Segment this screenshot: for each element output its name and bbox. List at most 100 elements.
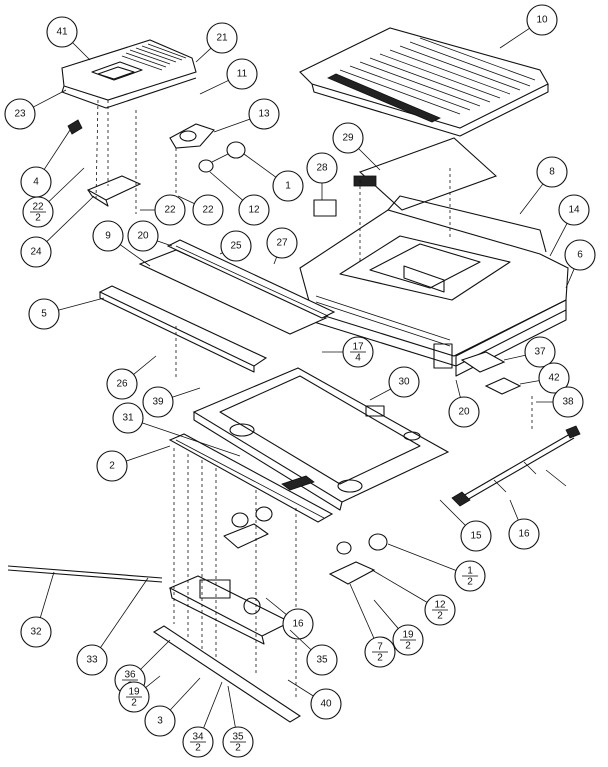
callout-c8: 8 — [519, 156, 568, 215]
callout-leader — [199, 80, 229, 95]
callout-denominator: 2 — [235, 743, 241, 754]
part-9-front-rail — [138, 249, 328, 335]
callout-c32: 32 — [20, 571, 55, 648]
callout-number: 20 — [458, 407, 470, 418]
callout-denominator: 2 — [131, 698, 137, 709]
callout-c19b: 192 — [118, 675, 161, 713]
callout-denominator: 2 — [437, 611, 443, 622]
callout-leader — [177, 195, 195, 205]
callout-leader — [243, 153, 277, 178]
callout-c42: 42 — [519, 362, 570, 394]
part-32-rod — [7, 565, 163, 583]
callout-c2: 2 — [96, 445, 171, 482]
part-29-panel — [353, 137, 498, 211]
callout-number: 33 — [86, 655, 98, 666]
callout-circle — [226, 58, 258, 90]
callout-number: 11 — [237, 69, 248, 80]
callout-c25: 25 — [219, 230, 252, 262]
callout-leader — [100, 577, 149, 648]
callout-leader — [273, 256, 278, 265]
part-3-base-rail — [152, 625, 302, 723]
callout-c3: 3 — [144, 677, 201, 737]
callout-number: 20 — [137, 231, 149, 242]
callout-circle — [142, 386, 174, 418]
callout-circle — [248, 98, 280, 130]
callout-denominator: 2 — [377, 653, 383, 664]
callout-numerator: 19 — [128, 687, 140, 698]
callout-leader — [133, 355, 157, 375]
callout-number: 26 — [116, 379, 128, 390]
part-4-fastener — [67, 119, 83, 135]
callout-number: 6 — [577, 250, 583, 261]
callout-numerator: 22 — [32, 202, 44, 213]
callout-c37: 37 — [503, 336, 556, 368]
callout-number: 24 — [30, 247, 42, 258]
callout-leader — [369, 388, 391, 401]
callout-circle — [524, 336, 556, 368]
callout-circle — [388, 366, 420, 398]
callout-c22c: 22 — [177, 194, 224, 226]
callout-leader — [549, 223, 568, 257]
callout-number: 38 — [562, 397, 574, 408]
callout-c34: 342 — [182, 681, 223, 758]
part-15-sockets — [328, 533, 388, 585]
callout-c20a: 20 — [127, 220, 173, 252]
callout-c19a: 192 — [373, 599, 424, 656]
callout-number: 42 — [548, 373, 560, 384]
callout-c1a: 1 — [243, 153, 304, 202]
callout-number: 16 — [292, 619, 304, 630]
part-2-rail — [168, 433, 334, 523]
callout-circle — [20, 616, 52, 648]
callout-c4: 4 — [20, 129, 71, 198]
callout-circle — [448, 396, 480, 428]
callout-denominator: 2 — [467, 577, 473, 588]
part-28-label — [313, 199, 337, 217]
callout-number: 16 — [518, 529, 530, 540]
callout-leader — [373, 599, 399, 629]
callout-circle — [306, 152, 338, 184]
callout-number: 37 — [534, 347, 546, 358]
callout-leader — [455, 379, 461, 398]
callout-circle — [127, 220, 159, 252]
callout-leader — [371, 569, 428, 603]
callout-numerator: 34 — [192, 732, 204, 743]
part-35-control-assembly — [168, 506, 292, 645]
callout-leader — [209, 171, 243, 201]
callout-numerator: 12 — [434, 600, 446, 611]
callout-leader — [119, 244, 151, 267]
callout-number: 2 — [109, 461, 115, 472]
part-16-harness — [451, 425, 581, 507]
callout-circle — [154, 194, 186, 226]
callout-number: 12 — [248, 205, 260, 216]
callout-circle — [112, 402, 144, 434]
callout-number: 23 — [14, 109, 26, 120]
callout-leader — [499, 27, 530, 49]
callout-leader — [265, 597, 287, 615]
callout-number: 10 — [536, 15, 548, 26]
callout-c27: 27 — [266, 227, 298, 265]
callout-number: 30 — [398, 377, 410, 388]
callout-leader — [287, 679, 314, 697]
callout-number: 9 — [105, 231, 111, 242]
callout-leader — [289, 629, 312, 651]
callout-circle — [28, 298, 60, 330]
callout-leader — [169, 677, 201, 711]
callout-number: 25 — [230, 241, 242, 252]
callout-number: 1 — [285, 181, 291, 192]
callout-c24: 24 — [20, 195, 95, 268]
callout-circle — [46, 16, 78, 48]
callout-c23: 23 — [4, 89, 67, 130]
callout-c28: 28 — [306, 152, 338, 200]
callout-c15: 15 — [439, 499, 492, 552]
callout-leader — [509, 499, 519, 521]
callout-circle — [552, 386, 584, 418]
callout-circle — [460, 520, 492, 552]
callout-number: 5 — [41, 309, 47, 320]
callout-leader — [203, 681, 223, 729]
callout-c30: 30 — [369, 366, 420, 401]
callout-circle — [508, 518, 540, 550]
callout-leader — [503, 354, 526, 361]
callout-denominator: 2 — [195, 743, 201, 754]
callout-c9: 9 — [92, 220, 151, 267]
